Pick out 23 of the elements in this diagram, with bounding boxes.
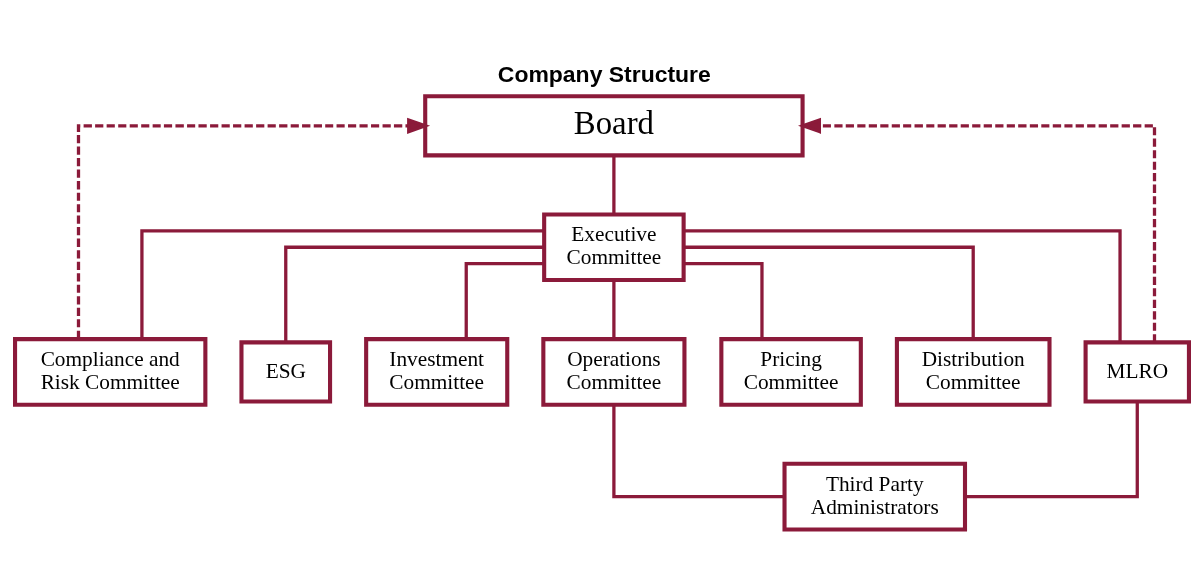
connector <box>684 261 764 339</box>
diagram-title: Company Structure <box>497 60 711 87</box>
node-box: Compliance and Risk Committee <box>13 336 208 407</box>
node-box: Investment Committee <box>364 336 510 407</box>
connector <box>612 280 616 339</box>
arrow <box>76 117 431 339</box>
node-box: Executive Committee <box>542 211 686 282</box>
connector <box>284 245 544 342</box>
node-box: Third Party Administrators <box>782 461 968 531</box>
connector <box>965 401 1139 498</box>
connector <box>612 155 616 214</box>
node-box: Distribution Committee <box>894 336 1052 407</box>
node-box: Operations Committee <box>541 336 687 407</box>
node-box: ESG <box>239 339 333 403</box>
arrow <box>798 117 1157 342</box>
connector <box>612 404 785 498</box>
node-box: Pricing Committee <box>719 336 863 407</box>
connector <box>464 261 544 339</box>
node-box: MLRO <box>1083 339 1191 403</box>
connector <box>683 228 1122 342</box>
connector <box>140 228 544 338</box>
connector <box>684 245 975 338</box>
node-box: Board <box>423 93 805 157</box>
